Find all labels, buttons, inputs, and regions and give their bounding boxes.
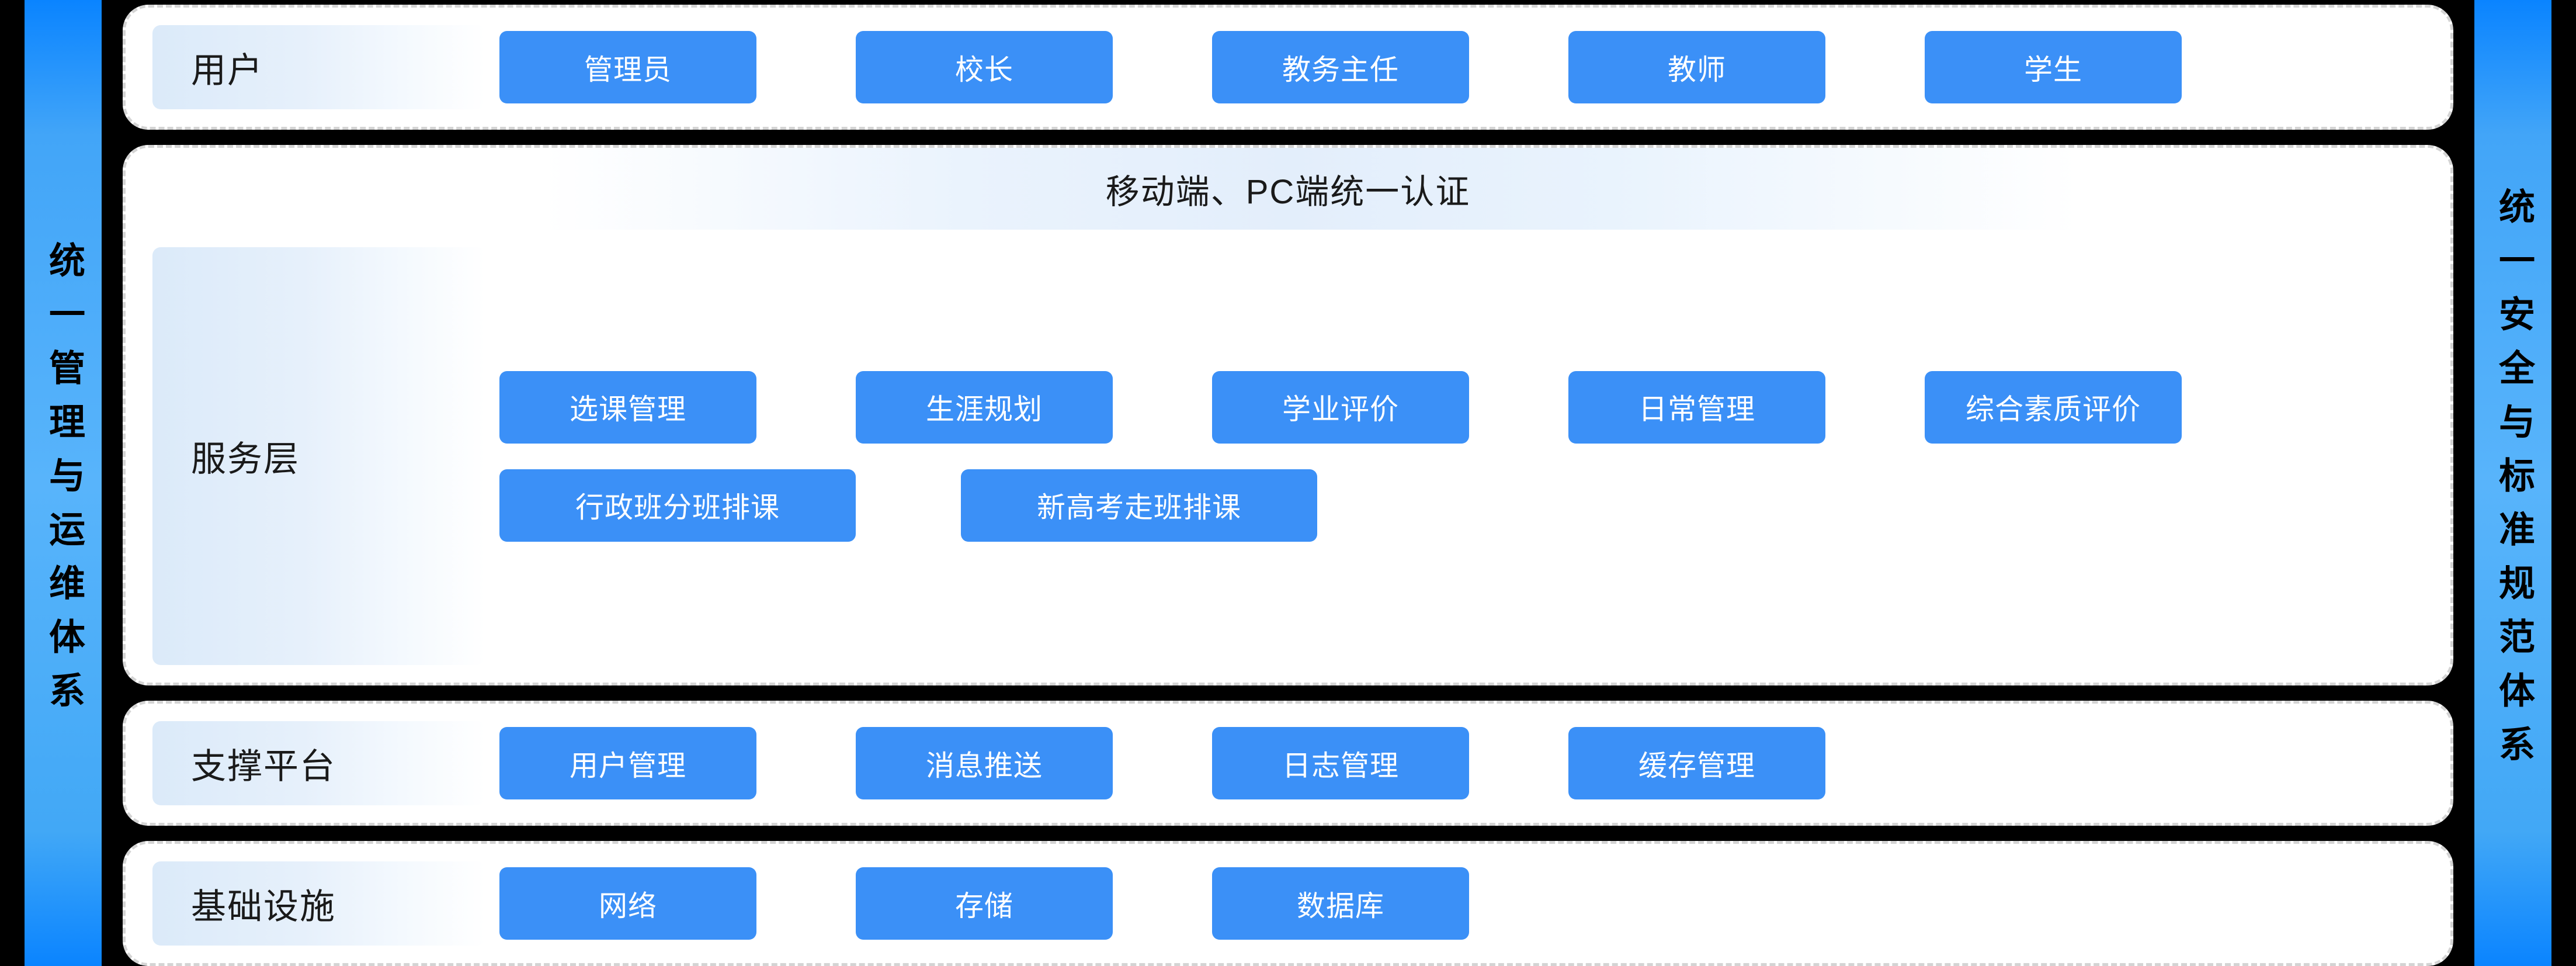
chip-row: 管理员 校长 教务主任 教师 学生 bbox=[499, 31, 2429, 103]
chip-daily-management[interactable]: 日常管理 bbox=[1568, 371, 1825, 444]
layer-body-service: 服务层 选课管理 生涯规划 学业评价 日常管理 bbox=[126, 230, 2450, 683]
chip-message-push[interactable]: 消息推送 bbox=[856, 727, 1113, 799]
chip-slot: 教师 bbox=[1568, 31, 1925, 103]
chip-group-infrastructure: 网络 存储 数据库 bbox=[485, 867, 2429, 940]
chip-slot: 新高考走班排课 bbox=[961, 469, 1335, 542]
left-rail: 统一管理与运维体系 bbox=[25, 0, 102, 966]
layer-body-infrastructure: 基础设施 网络 存储 数据库 bbox=[126, 844, 2450, 963]
layer-label-block-support: 支撑平台 bbox=[152, 721, 485, 805]
layer-label-service: 服务层 bbox=[191, 439, 300, 479]
layer-card-infrastructure: 基础设施 网络 存储 数据库 bbox=[123, 841, 2453, 966]
layer-card-users: 用户 管理员 校长 教务主任 教师 bbox=[123, 5, 2453, 130]
chip-comprehensive-quality-evaluation[interactable]: 综合素质评价 bbox=[1925, 371, 2182, 444]
chip-course-selection[interactable]: 选课管理 bbox=[499, 371, 756, 444]
layer-stack: 用户 管理员 校长 教务主任 教师 bbox=[102, 0, 2474, 966]
chip-slot: 管理员 bbox=[499, 31, 856, 103]
right-rail: 统一安全与标准规范体系 bbox=[2474, 0, 2551, 966]
chip-admin-class-scheduling[interactable]: 行政班分班排课 bbox=[499, 469, 856, 542]
chip-slot: 缓存管理 bbox=[1568, 727, 1925, 799]
chip-student[interactable]: 学生 bbox=[1925, 31, 2182, 103]
chip-cache-management[interactable]: 缓存管理 bbox=[1568, 727, 1825, 799]
chip-slot: 校长 bbox=[856, 31, 1212, 103]
chip-principal[interactable]: 校长 bbox=[856, 31, 1113, 103]
layer-label-infrastructure: 基础设施 bbox=[191, 887, 336, 926]
chip-academic-evaluation[interactable]: 学业评价 bbox=[1212, 371, 1469, 444]
chip-slot: 生涯规划 bbox=[856, 371, 1212, 444]
chip-admin[interactable]: 管理员 bbox=[499, 31, 756, 103]
layer-card-service: 移动端、PC端统一认证 服务层 选课管理 生涯规划 学业评价 bbox=[123, 145, 2453, 685]
chip-slot: 日常管理 bbox=[1568, 371, 1925, 444]
chip-slot: 综合素质评价 bbox=[1925, 371, 2281, 444]
layer-label-users: 用户 bbox=[191, 50, 263, 90]
chip-database[interactable]: 数据库 bbox=[1212, 867, 1469, 940]
chip-slot: 教务主任 bbox=[1212, 31, 1568, 103]
chip-group-support: 用户管理 消息推送 日志管理 缓存管理 bbox=[485, 727, 2429, 799]
chip-log-management[interactable]: 日志管理 bbox=[1212, 727, 1469, 799]
chip-network[interactable]: 网络 bbox=[499, 867, 756, 940]
chip-row: 用户管理 消息推送 日志管理 缓存管理 bbox=[499, 727, 2429, 799]
chip-group-service: 选课管理 生涯规划 学业评价 日常管理 综合素质评价 bbox=[485, 371, 2429, 542]
chip-academic-director[interactable]: 教务主任 bbox=[1212, 31, 1469, 103]
chip-group-users: 管理员 校长 教务主任 教师 学生 bbox=[485, 31, 2429, 103]
chip-slot: 用户管理 bbox=[499, 727, 856, 799]
layer-label-support: 支撑平台 bbox=[191, 746, 336, 786]
layer-card-support: 支撑平台 用户管理 消息推送 日志管理 缓存管理 bbox=[123, 701, 2453, 826]
chip-slot: 行政班分班排课 bbox=[499, 469, 961, 542]
chip-slot: 学业评价 bbox=[1212, 371, 1568, 444]
chip-row: 选课管理 生涯规划 学业评价 日常管理 综合素质评价 bbox=[499, 371, 2429, 444]
chip-slot: 网络 bbox=[499, 867, 856, 940]
layer-label-block-infrastructure: 基础设施 bbox=[152, 861, 485, 946]
chip-slot: 选课管理 bbox=[499, 371, 856, 444]
right-rail-label: 统一安全与标准规范体系 bbox=[2493, 187, 2533, 779]
unified-auth-banner-label: 移动端、PC端统一认证 bbox=[1105, 173, 1471, 211]
unified-auth-banner: 移动端、PC端统一认证 bbox=[126, 148, 2450, 230]
chip-user-management[interactable]: 用户管理 bbox=[499, 727, 756, 799]
chip-slot: 数据库 bbox=[1212, 867, 1568, 940]
chip-row: 行政班分班排课 新高考走班排课 bbox=[499, 469, 2429, 542]
chip-slot: 学生 bbox=[1925, 31, 2281, 103]
chip-slot: 存储 bbox=[856, 867, 1212, 940]
chip-teacher[interactable]: 教师 bbox=[1568, 31, 1825, 103]
layer-label-block-service: 服务层 bbox=[152, 247, 485, 665]
layer-body-users: 用户 管理员 校长 教务主任 教师 bbox=[126, 8, 2450, 127]
chip-row: 网络 存储 数据库 bbox=[499, 867, 2429, 940]
chip-slot: 日志管理 bbox=[1212, 727, 1568, 799]
chip-career-planning[interactable]: 生涯规划 bbox=[856, 371, 1113, 444]
chip-slot: 消息推送 bbox=[856, 727, 1212, 799]
chip-storage[interactable]: 存储 bbox=[856, 867, 1113, 940]
layer-label-block-users: 用户 bbox=[152, 25, 485, 109]
chip-gaokao-elective-scheduling[interactable]: 新高考走班排课 bbox=[961, 469, 1317, 542]
left-rail-label: 统一管理与运维体系 bbox=[43, 241, 84, 725]
layer-body-support: 支撑平台 用户管理 消息推送 日志管理 缓存管理 bbox=[126, 704, 2450, 823]
